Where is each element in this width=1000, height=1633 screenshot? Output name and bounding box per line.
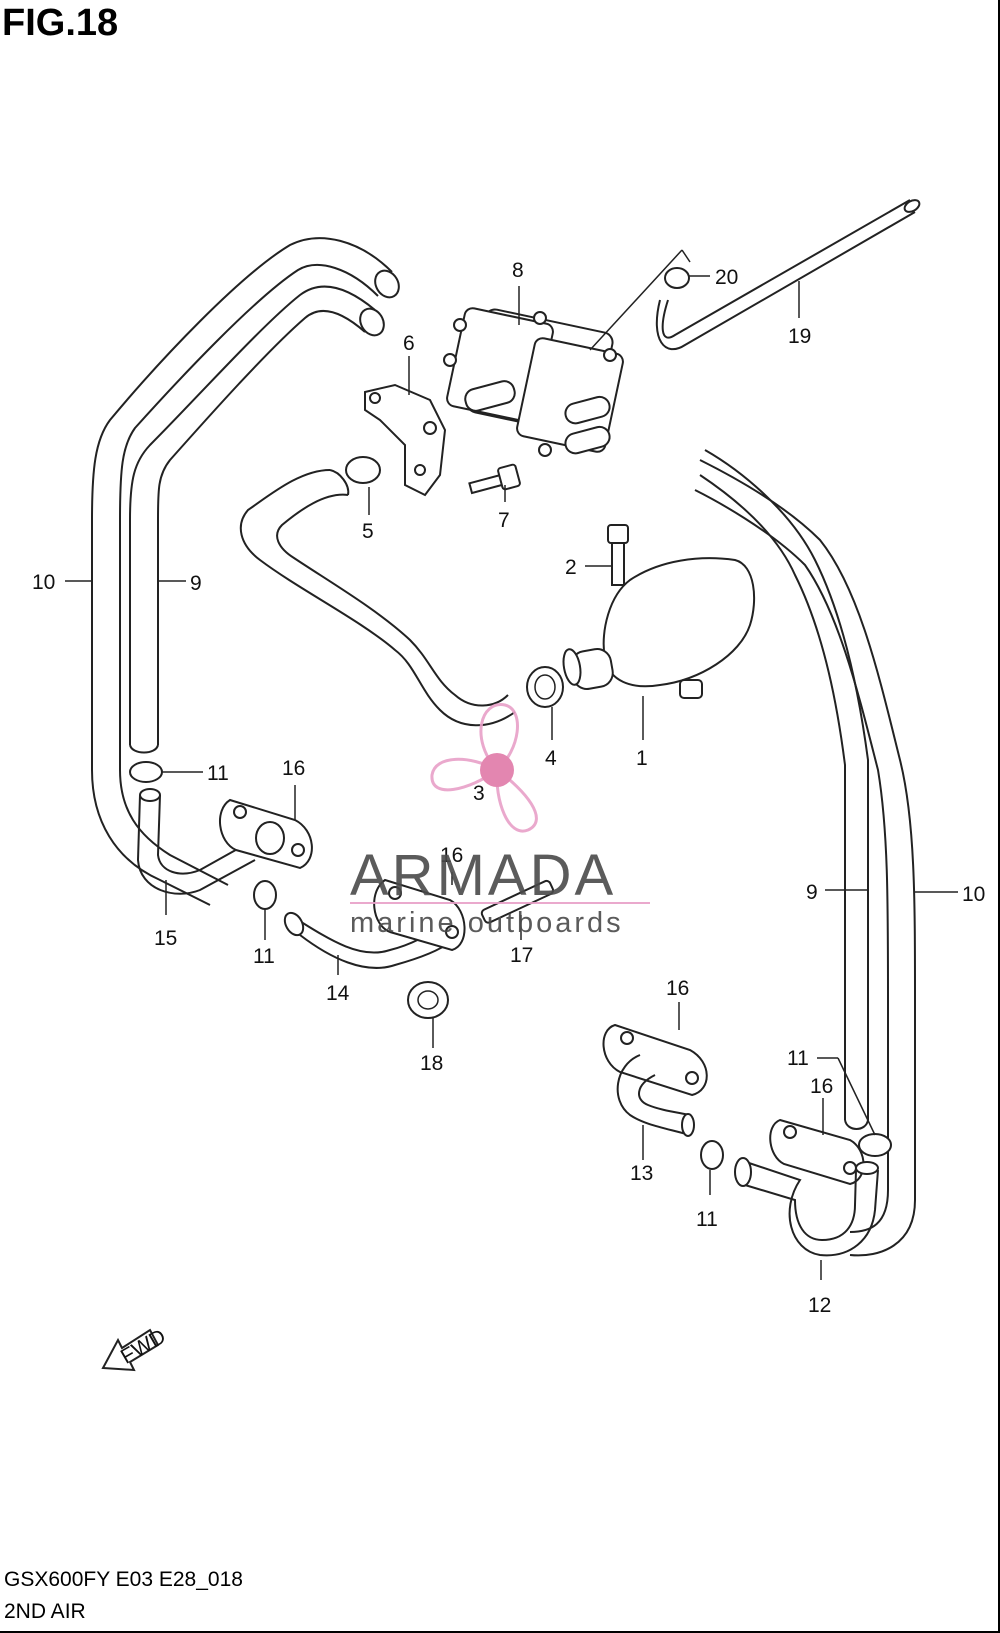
callout-11-c: 11 [696, 1208, 718, 1231]
part-11-clip-c [700, 1140, 724, 1170]
part-11-clip-left [129, 761, 163, 783]
part-17-stud [480, 879, 555, 924]
callout-14: 14 [326, 982, 350, 1005]
part-18-nut [407, 981, 449, 1019]
fwd-label: FWD [117, 1325, 170, 1369]
callout-2: 2 [565, 556, 577, 579]
callout-labels: 1 2 3 4 5 6 7 8 9 9 10 10 11 11 11 11 12… [32, 259, 985, 1317]
part-11-clip-d [858, 1133, 892, 1157]
part-1-case [562, 557, 756, 699]
propeller-logo-icon [430, 703, 538, 833]
hose-9-left [129, 285, 385, 754]
part-16-flange-c [602, 1023, 708, 1097]
callout-5: 5 [362, 520, 374, 543]
callout-4: 4 [545, 747, 557, 770]
hose-9-right [699, 449, 869, 1130]
callout-8: 8 [512, 259, 524, 282]
part-19-hose [655, 199, 921, 351]
callout-9-left: 9 [190, 572, 202, 595]
leader-lines [65, 249, 958, 1280]
callout-11-b: 11 [253, 945, 275, 968]
callout-11-a: 11 [207, 762, 229, 785]
part-20-clamp [664, 267, 690, 289]
callout-9-right: 9 [806, 881, 818, 904]
hose-10-right [694, 459, 916, 1257]
part-16-flange-b [373, 878, 466, 952]
callout-16-d: 16 [810, 1075, 833, 1098]
callout-19: 19 [788, 325, 811, 348]
figure-title: FIG.18 [2, 2, 119, 44]
part-12-pipe [734, 1157, 879, 1257]
hose-3 [239, 469, 516, 727]
callout-10-left: 10 [32, 571, 55, 594]
hose-10-left [91, 237, 400, 906]
part-13-pipe [616, 1054, 695, 1137]
callout-20: 20 [715, 266, 738, 289]
callout-7: 7 [498, 509, 510, 532]
callout-3: 3 [473, 782, 485, 805]
part-7-bolt [468, 463, 521, 495]
watermark-sub: marine outboards [350, 907, 624, 939]
callout-12: 12 [808, 1294, 831, 1317]
callout-17: 17 [510, 944, 533, 967]
part-4-clamp [526, 666, 564, 708]
callout-6: 6 [403, 332, 415, 355]
part-11-clip-b [253, 880, 277, 910]
part-8-reed-valve [443, 307, 624, 457]
callout-1: 1 [636, 747, 648, 770]
part-15-pipe [136, 788, 256, 895]
callout-16-a: 16 [282, 757, 305, 780]
callout-16-c: 16 [666, 977, 689, 1000]
callout-10-right: 10 [962, 883, 985, 906]
part-6-bracket [364, 383, 447, 497]
callout-15: 15 [154, 927, 177, 950]
callout-13: 13 [630, 1162, 653, 1185]
watermark-name: ARMADA [350, 843, 616, 908]
part-16-flange-a [218, 798, 313, 870]
fwd-arrow-icon: FWD [101, 1325, 170, 1372]
part-2-bolt [607, 524, 629, 586]
armada-watermark: ARMADA marine outboards [350, 703, 650, 939]
part-5-clip [345, 456, 381, 484]
callout-11-d: 11 [787, 1047, 809, 1070]
drawing-code: GSX600FY E03 E28_018 [4, 1568, 243, 1591]
drawing-title: 2ND AIR [4, 1600, 86, 1623]
callout-16-b: 16 [440, 844, 463, 867]
callout-18: 18 [420, 1052, 443, 1075]
